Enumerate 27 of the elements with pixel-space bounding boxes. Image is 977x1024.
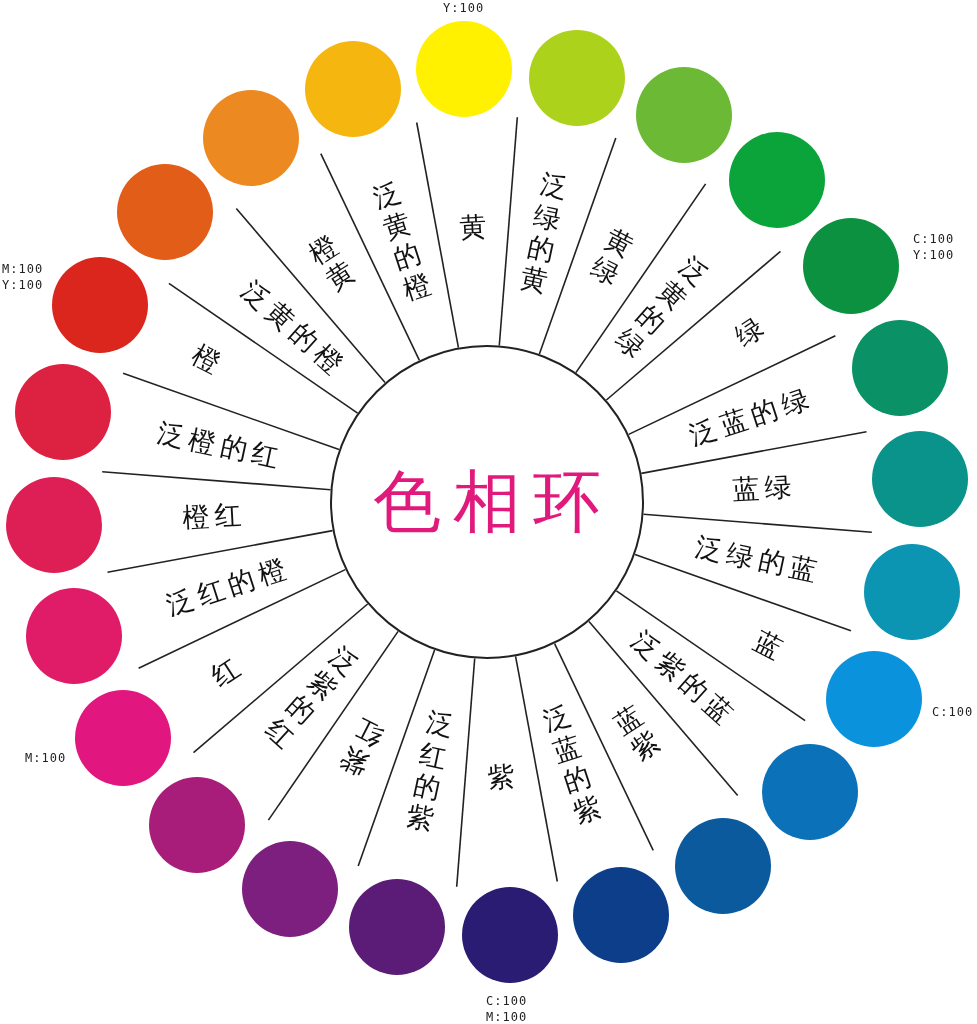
hue-label: 泛红的紫 [403, 705, 457, 837]
hue-label: 黄绿 [585, 222, 639, 292]
value-label: M:100 Y:100 [2, 261, 44, 293]
hue-label: 泛绿的黄 [517, 167, 571, 299]
value-label: Y:100 [443, 0, 485, 16]
value-label: M:100 [25, 750, 67, 766]
hue-label: 红 [204, 649, 249, 694]
value-label: C:100 Y:100 [913, 231, 955, 263]
hue-label: 泛蓝的紫 [539, 698, 605, 829]
hue-label: 泛绿的蓝 [691, 530, 825, 588]
hue-label: 蓝紫 [608, 698, 666, 767]
value-label: C:100 [932, 704, 974, 720]
hue-label: 泛红的橙 [161, 552, 294, 622]
hue-label: 橙 [186, 337, 230, 381]
hue-label: 紫 [487, 760, 516, 794]
hue-label: 蓝 [747, 623, 791, 667]
value-label: C:100 M:100 [486, 993, 528, 1024]
hue-label: 绿 [727, 309, 773, 355]
center-label: 色相环 [372, 468, 613, 536]
hue-label: 紫红 [335, 712, 389, 782]
hue-label: 橙黄 [303, 228, 361, 298]
hue-label: 泛蓝的绿 [684, 382, 817, 452]
hue-label: 蓝绿 [730, 470, 797, 505]
hue-label: 橙红 [181, 499, 248, 533]
hue-label: 泛黄的橙 [369, 175, 435, 306]
hue-label: 泛橙的红 [153, 416, 287, 474]
hue-label: 黄 [458, 210, 487, 244]
